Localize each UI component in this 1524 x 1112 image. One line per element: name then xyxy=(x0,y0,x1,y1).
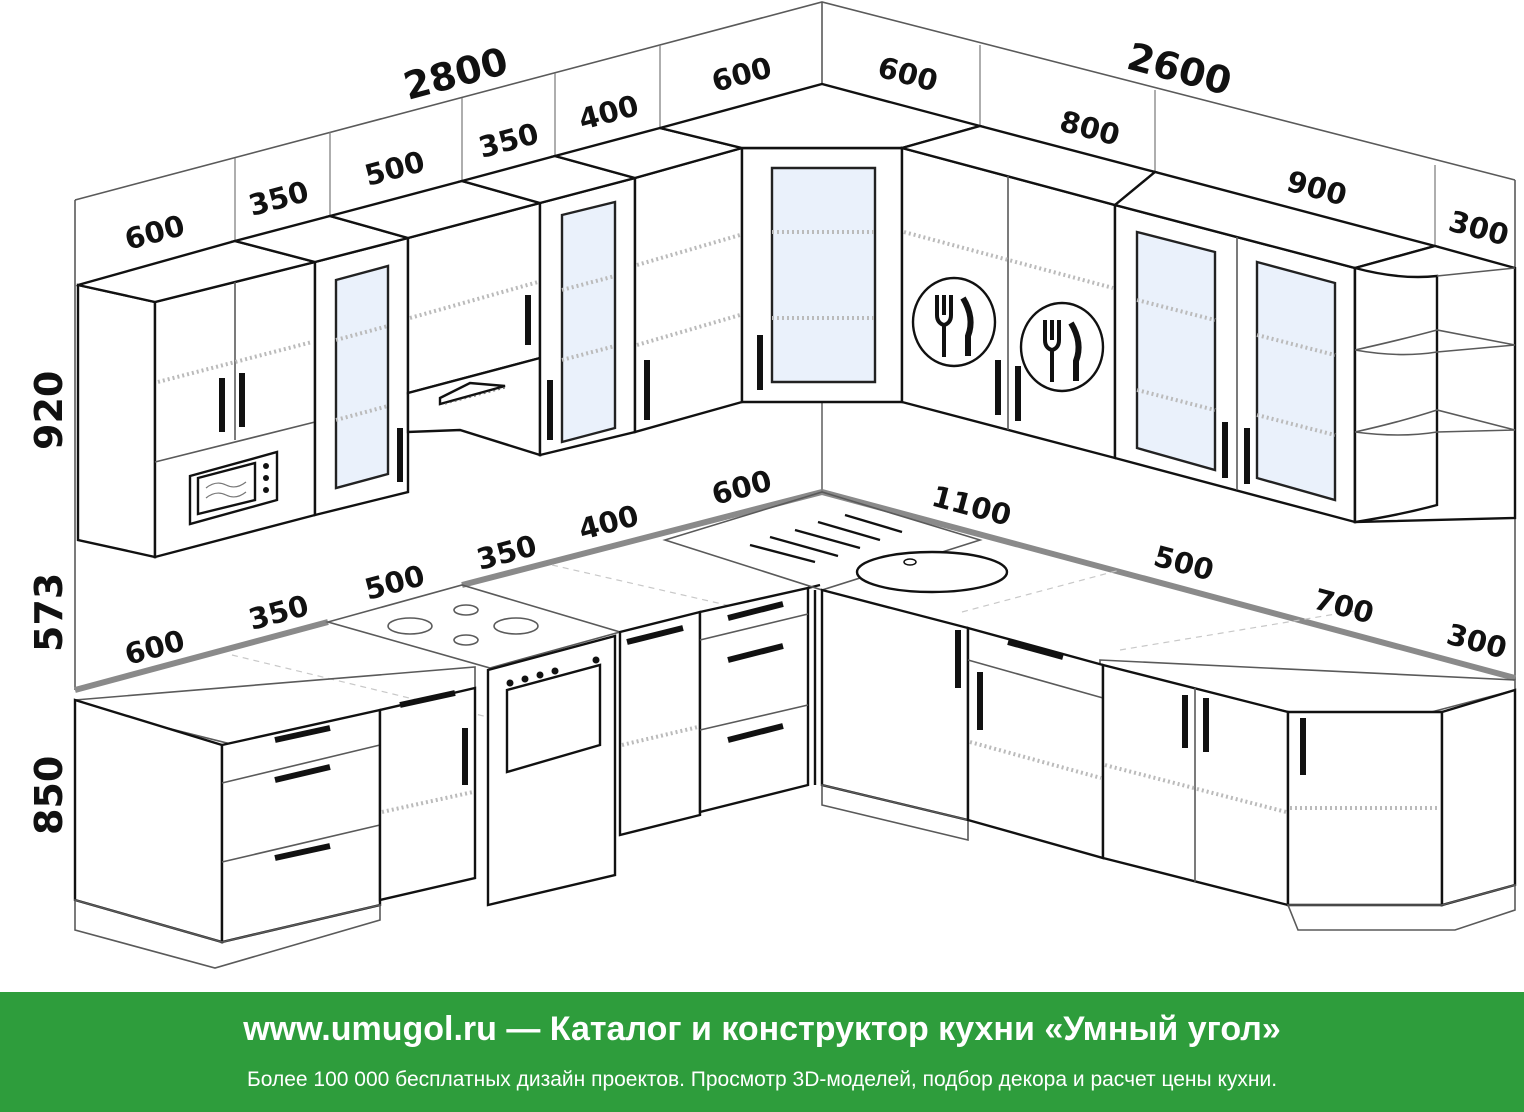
dim-wall-left-total: 2800 xyxy=(399,39,513,109)
lower-cabinet-700 xyxy=(1101,663,1290,907)
kitchen-diagram: 2800 2600 600 350 500 350 400 600 600 80… xyxy=(27,1,1517,969)
upper-glass-cabinet-900 xyxy=(1112,170,1440,524)
upper-cabinet-800 xyxy=(897,124,1158,460)
footer-banner: www.umugol.ru — Каталог и конструктор ку… xyxy=(0,992,1524,1112)
dim-upper-right-4: 300 xyxy=(1445,204,1512,253)
dim-upper-left-5: 400 xyxy=(575,88,642,137)
dim-height-lower: 850 xyxy=(27,756,71,835)
dim-height-upper: 920 xyxy=(27,371,71,450)
dimension-ticks xyxy=(234,45,1436,246)
dim-upper-left-2: 350 xyxy=(245,174,312,223)
dim-upper-left-1: 600 xyxy=(121,208,188,257)
lower-corner-cabinet-300 xyxy=(1286,688,1517,931)
lower-drawer-cabinet xyxy=(73,698,382,969)
range-hood-icon xyxy=(438,381,506,406)
dim-height-gap: 573 xyxy=(27,573,71,652)
dim-upper-right-1: 600 xyxy=(874,50,941,99)
dim-upper-left-3: 500 xyxy=(361,144,428,193)
lower-drawers-600 xyxy=(698,583,821,814)
dishwasher-cabinet-500 xyxy=(966,626,1105,860)
dim-upper-right-3: 900 xyxy=(1283,164,1350,213)
footer-title-link[interactable]: www.umugol.ru — Каталог и конструктор ку… xyxy=(243,1010,1281,1048)
microwave-icon xyxy=(188,450,279,526)
upper-glass-cabinet-350 xyxy=(230,214,413,517)
upper-cabinet-1 xyxy=(76,239,317,559)
countertops xyxy=(74,489,1516,746)
lower-corner-cabinet-1100 xyxy=(820,588,970,842)
dim-lower-right-4: 300 xyxy=(1443,617,1510,666)
dim-lower-left-3: 500 xyxy=(361,558,428,607)
oven-icon xyxy=(486,634,617,907)
upper-open-shelf-300 xyxy=(1353,244,1517,524)
upper-cabinet-600-left xyxy=(550,126,747,434)
footer-subtitle: Более 100 000 бесплатных дизайн проектов… xyxy=(246,1068,1278,1091)
dim-upper-right-2: 800 xyxy=(1056,104,1123,153)
range-hood-cabinet xyxy=(325,179,545,457)
upper-glass-cabinet-400 xyxy=(457,154,640,457)
fork-knife-icon xyxy=(1019,301,1105,393)
dim-upper-left-6: 600 xyxy=(708,50,775,99)
sink-icon xyxy=(662,491,1009,594)
lower-cabinet-350 xyxy=(378,686,477,902)
fork-knife-icon xyxy=(911,276,997,368)
dim-upper-left-4: 350 xyxy=(475,116,542,165)
upper-corner-glass-cabinet xyxy=(659,82,985,404)
lower-cabinet-400 xyxy=(618,610,702,837)
